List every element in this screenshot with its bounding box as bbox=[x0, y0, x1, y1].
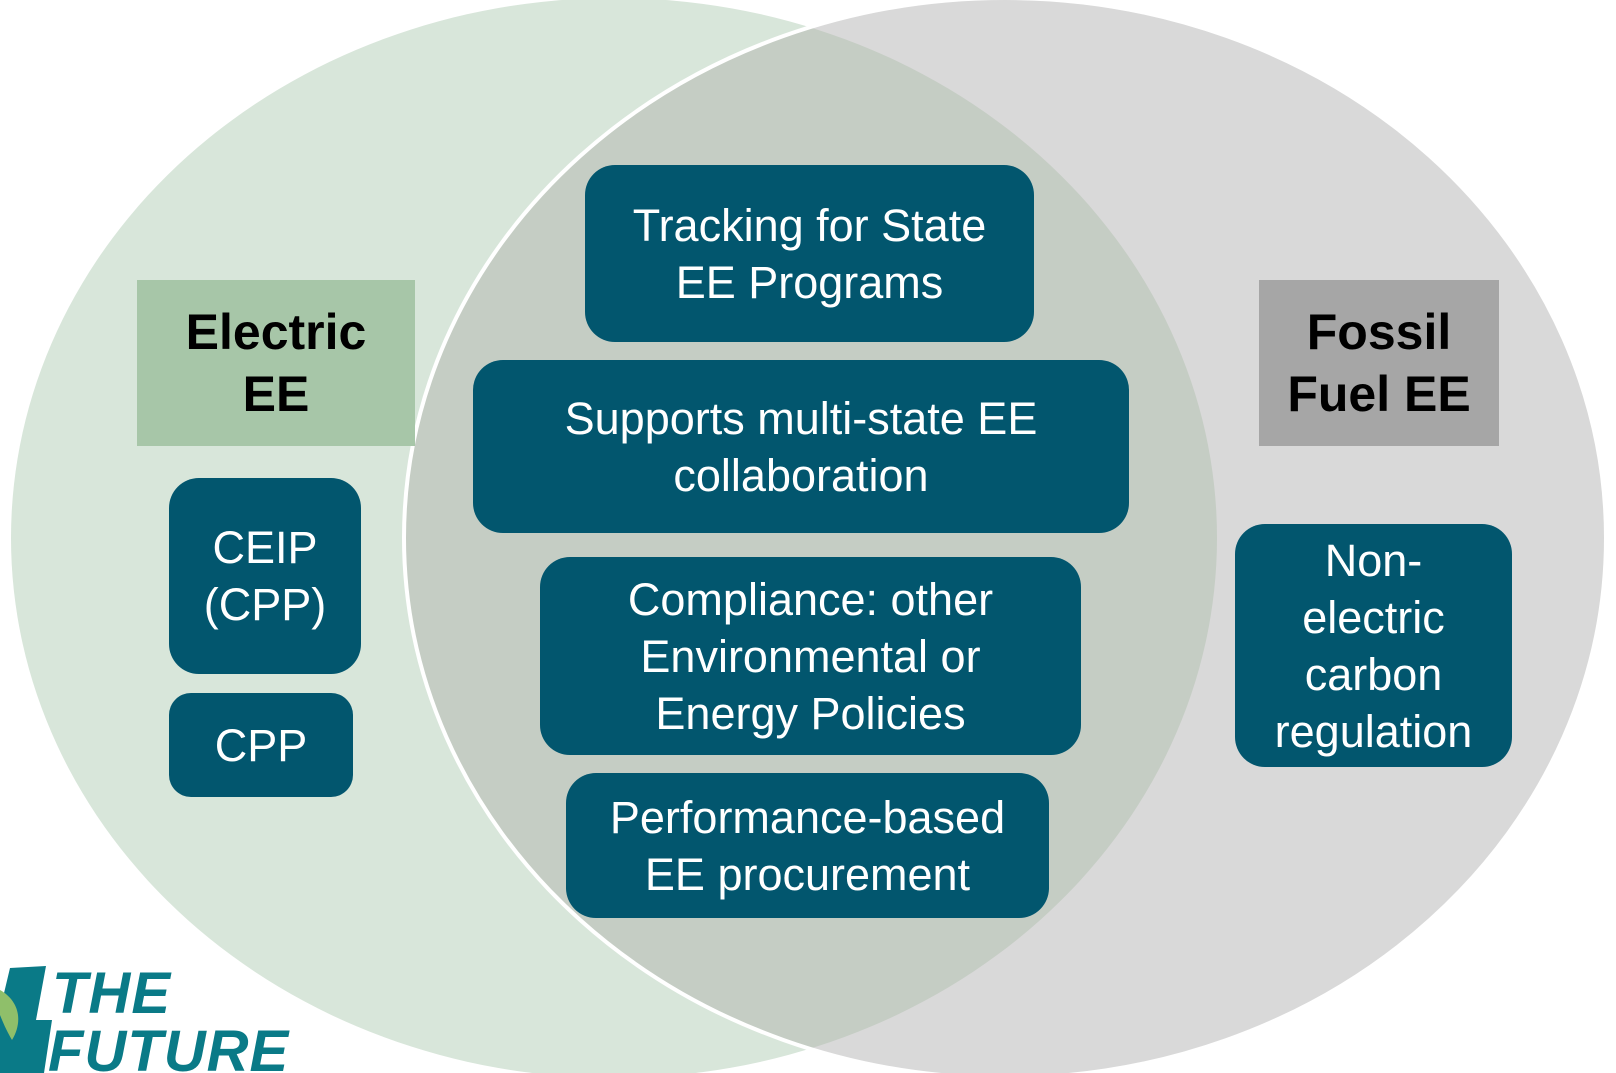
electric-ee-label: Electric EE bbox=[137, 280, 415, 446]
fossil-item-nonelectric: Non- electric carbon regulation bbox=[1235, 524, 1512, 767]
overlap-item-tracking: Tracking for State EE Programs bbox=[585, 165, 1034, 342]
overlap-item-compliance: Compliance: other Environmental or Energ… bbox=[540, 557, 1081, 755]
fossil-circle-outline bbox=[402, 0, 1608, 1073]
fossil-fuel-ee-label: Fossil Fuel EE bbox=[1259, 280, 1499, 446]
overlap-item-multistate: Supports multi-state EE collaboration bbox=[473, 360, 1129, 533]
logo: THE FUTURE bbox=[0, 960, 340, 1073]
overlap-item-procurement: Performance-based EE procurement bbox=[566, 773, 1049, 918]
logo-text-line1: THE bbox=[52, 961, 171, 1026]
electric-item-ceip: CEIP (CPP) bbox=[169, 478, 361, 674]
electric-item-cpp: CPP bbox=[169, 693, 353, 797]
logo-text-line2: FUTURE bbox=[48, 1019, 290, 1073]
leaf-icon bbox=[0, 966, 52, 1073]
